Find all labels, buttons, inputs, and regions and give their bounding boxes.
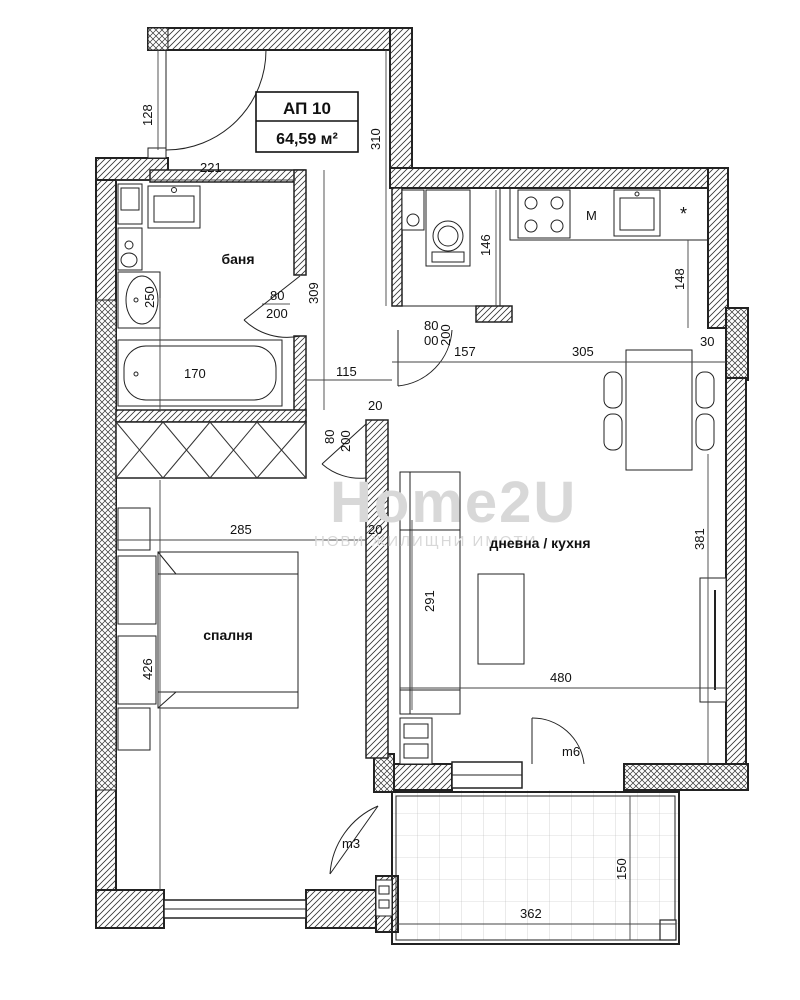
room-label-living: дневна / кухня [489,535,590,551]
sofa [399,471,461,715]
dim-door-bed-h: 200 [338,430,353,452]
bed [117,551,299,709]
watermark-tagline: НОВИ ЖИЛИЩНИ ИМОТИ [314,533,537,550]
dim-door-bed-w: 80 [322,430,337,444]
door-balcony-living [531,717,585,765]
wall-kitchen-stub [475,305,513,323]
washing-machine-bath [117,183,143,225]
dim-426: 426 [140,658,155,680]
dim-310: 310 [368,128,383,150]
boiler [147,185,201,229]
wall-kitchen-top [389,167,727,189]
fridge-label: * [680,204,687,224]
kitchen-top-counter [509,187,709,241]
nightstand [117,707,151,751]
door-label-m6: m6 [562,744,580,759]
dim-157: 157 [454,344,476,359]
wardrobe-x-marks [115,421,307,479]
toilet [117,227,143,271]
wall-entry-right [389,27,413,189]
column-living-bottom [373,753,395,793]
unit-title-box [255,91,359,153]
wall-living-bottom-left [391,763,453,791]
dim-door-kitchen-00: 00 [424,333,438,348]
column-left [95,299,117,791]
balcony-railing [391,791,680,945]
balcony-floor [392,790,679,940]
sink-kitchen [613,189,661,237]
dim-221: 221 [200,160,222,175]
tv-stand [699,577,727,703]
wall-bath-bottom [115,409,307,423]
bathtub [117,339,283,407]
wall-bedroom-bottom-right [305,889,379,929]
dim-door-kitchen-w: 80 [424,318,438,333]
wall-partition-bedroom [365,419,389,759]
door-balcony-bedroom [329,805,379,875]
door-label-m3: m3 [342,836,360,851]
unit-area: 64,59 м² [276,131,338,148]
dim-291: 291 [422,590,437,612]
wall-living-bottom-right [623,763,749,791]
dim-door-bath-h: 200 [266,306,288,321]
door-kitchen [397,329,453,387]
wall-bath-right-bottom [293,335,307,417]
room-label-bath: баня [221,251,254,267]
dining-table [603,349,715,471]
room-label-bedroom: спалня [203,627,253,643]
door-bath [243,275,301,338]
dim-door-kitchen-h: 200 [438,324,453,346]
column-entry [147,27,169,51]
dim-150: 150 [614,858,629,880]
dim-480: 480 [550,670,572,685]
kitchen-counter [401,187,501,307]
dim-128: 128 [140,104,155,126]
dim-285: 285 [230,522,252,537]
washing-machine-kitchen [401,189,471,267]
cabinet-living [399,717,433,765]
wall-entry-top [147,27,413,51]
dim-170: 170 [184,366,206,381]
dim-381: 381 [692,528,707,550]
stove [517,189,571,239]
dishwasher-label: M [586,208,597,223]
coffee-table [477,573,525,665]
dim-30: 30 [700,334,714,349]
wall-living-right [725,377,747,769]
dim-146: 146 [478,234,493,256]
wall-bedroom-bottom-left [95,889,165,929]
dim-309: 309 [306,282,321,304]
dim-20a: 20 [368,398,382,413]
wardrobe-bedroom [117,507,151,551]
dimension-lines [116,50,726,940]
wall-kitchen-left [391,187,403,307]
dim-115: 115 [336,364,357,379]
dim-20b: 20 [368,522,382,537]
unit-label: АП 10 [283,99,331,118]
wardrobe [115,421,307,479]
door-bedroom [321,423,367,479]
dim-250: 250 [142,286,157,308]
dim-door-bath-w: 80 [270,288,284,303]
column-right [725,307,749,381]
wall-bath-right-top [293,169,307,276]
wall-kitchen-right [707,167,729,329]
dim-362: 362 [520,906,542,921]
dim-305: 305 [572,344,594,359]
door-entrance [147,49,267,159]
radiator-balcony [375,879,393,917]
sink-bath [117,271,161,329]
watermark-brand: Home2U [330,470,577,535]
dim-148: 148 [672,268,687,290]
